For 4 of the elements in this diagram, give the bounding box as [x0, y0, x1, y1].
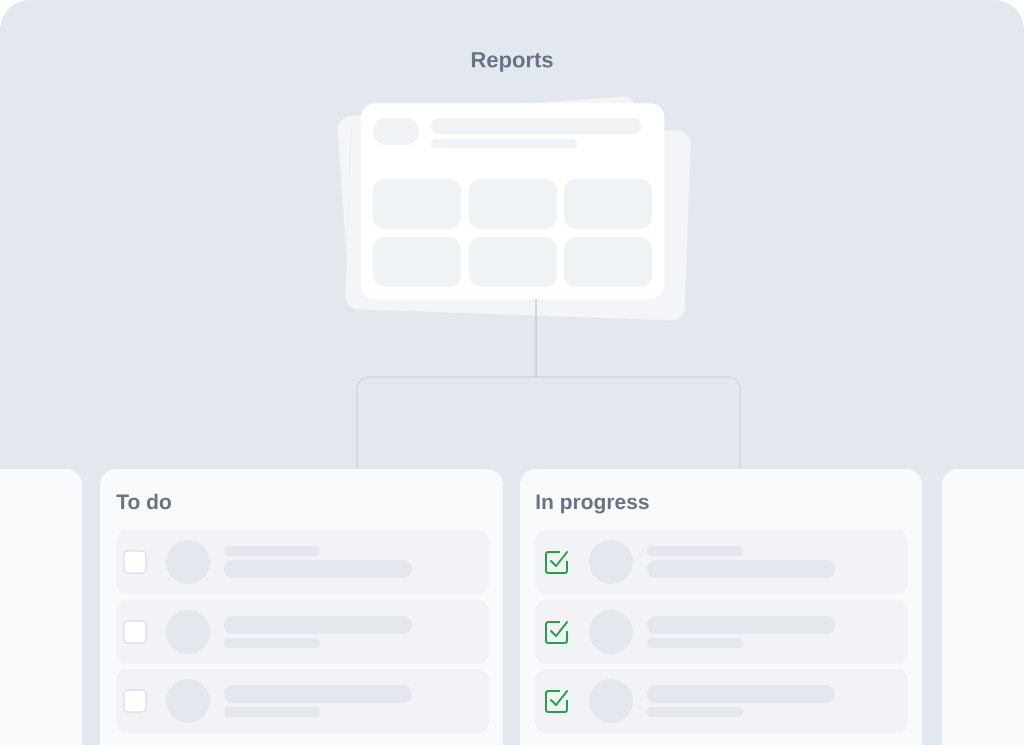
column-heading: In progress — [536, 494, 649, 514]
heading: Reports — [471, 52, 553, 72]
column-heading: To do — [116, 493, 171, 510]
connector-line — [535, 298, 741, 470]
